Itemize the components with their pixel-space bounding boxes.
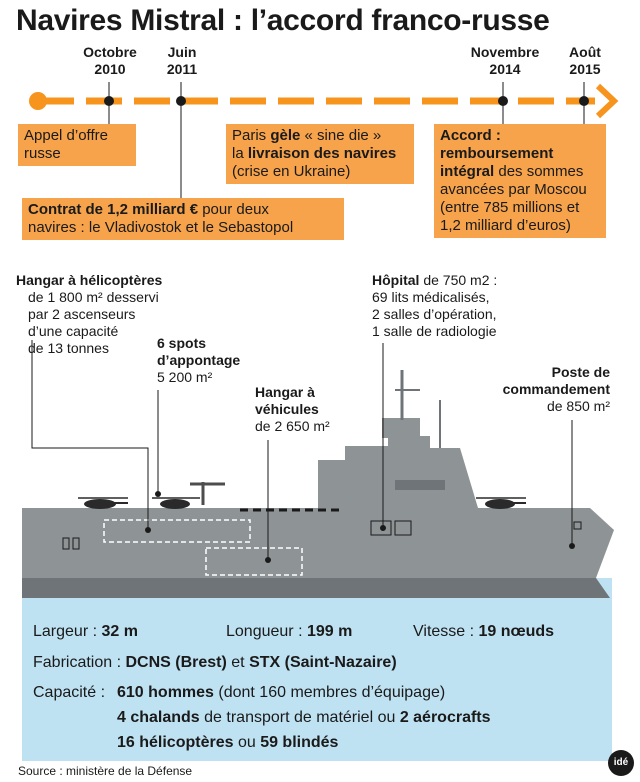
annotation-hangar-helicopteres: Hangar à hélicoptères de 1 800 m² desser…: [16, 272, 163, 356]
spec-capacite-helicopteres: 16 hélicoptères ou 59 blindés: [117, 734, 339, 751]
spec-fabrication: Fabrication : DCNS (Brest) et STX (Saint…: [33, 654, 397, 671]
annotation-hangar-vehicules: Hangar à véhicules de 2 650 m²: [255, 384, 330, 434]
spec-vitesse: Vitesse : 19 nœuds: [413, 623, 555, 640]
annotation-hopital: Hôpital de 750 m2 : 69 lits médicalisés,…: [372, 272, 498, 339]
event-gel-livraison: Paris gèle « sine die » la livraison des…: [226, 124, 414, 184]
annotation-spots-appontage: 6 spots d’appontage 5 200 m²: [157, 335, 241, 385]
ship-illustration: [22, 340, 614, 598]
spec-capacite-label: Capacité :: [33, 684, 106, 701]
ide-logo: idé: [608, 750, 634, 776]
spec-longueur: Longueur : 199 m: [226, 623, 353, 640]
annotation-poste-commandement: Poste de commandement de 850 m²: [502, 364, 610, 414]
timeline-arrow: [29, 82, 619, 198]
spec-largeur: Largeur : 32 m: [33, 623, 138, 640]
event-appel-offre: Appel d’offre russe: [18, 124, 136, 166]
timeline-start-dot: [29, 92, 47, 110]
event-contrat: Contrat de 1,2 milliard € pour deux navi…: [22, 198, 344, 240]
spec-capacite-chalands: 4 chalands de transport de matériel ou 2…: [117, 709, 491, 726]
event-accord: Accord : remboursement intégral des somm…: [434, 124, 606, 238]
sea-panel: [22, 578, 612, 761]
page-title: Navires Mistral : l’accord franco-russe: [16, 4, 550, 37]
spec-capacite-hommes: 610 hommes (dont 160 membres d’équipage): [117, 684, 446, 701]
source-credit: Source : ministère de la Défense: [18, 764, 193, 778]
